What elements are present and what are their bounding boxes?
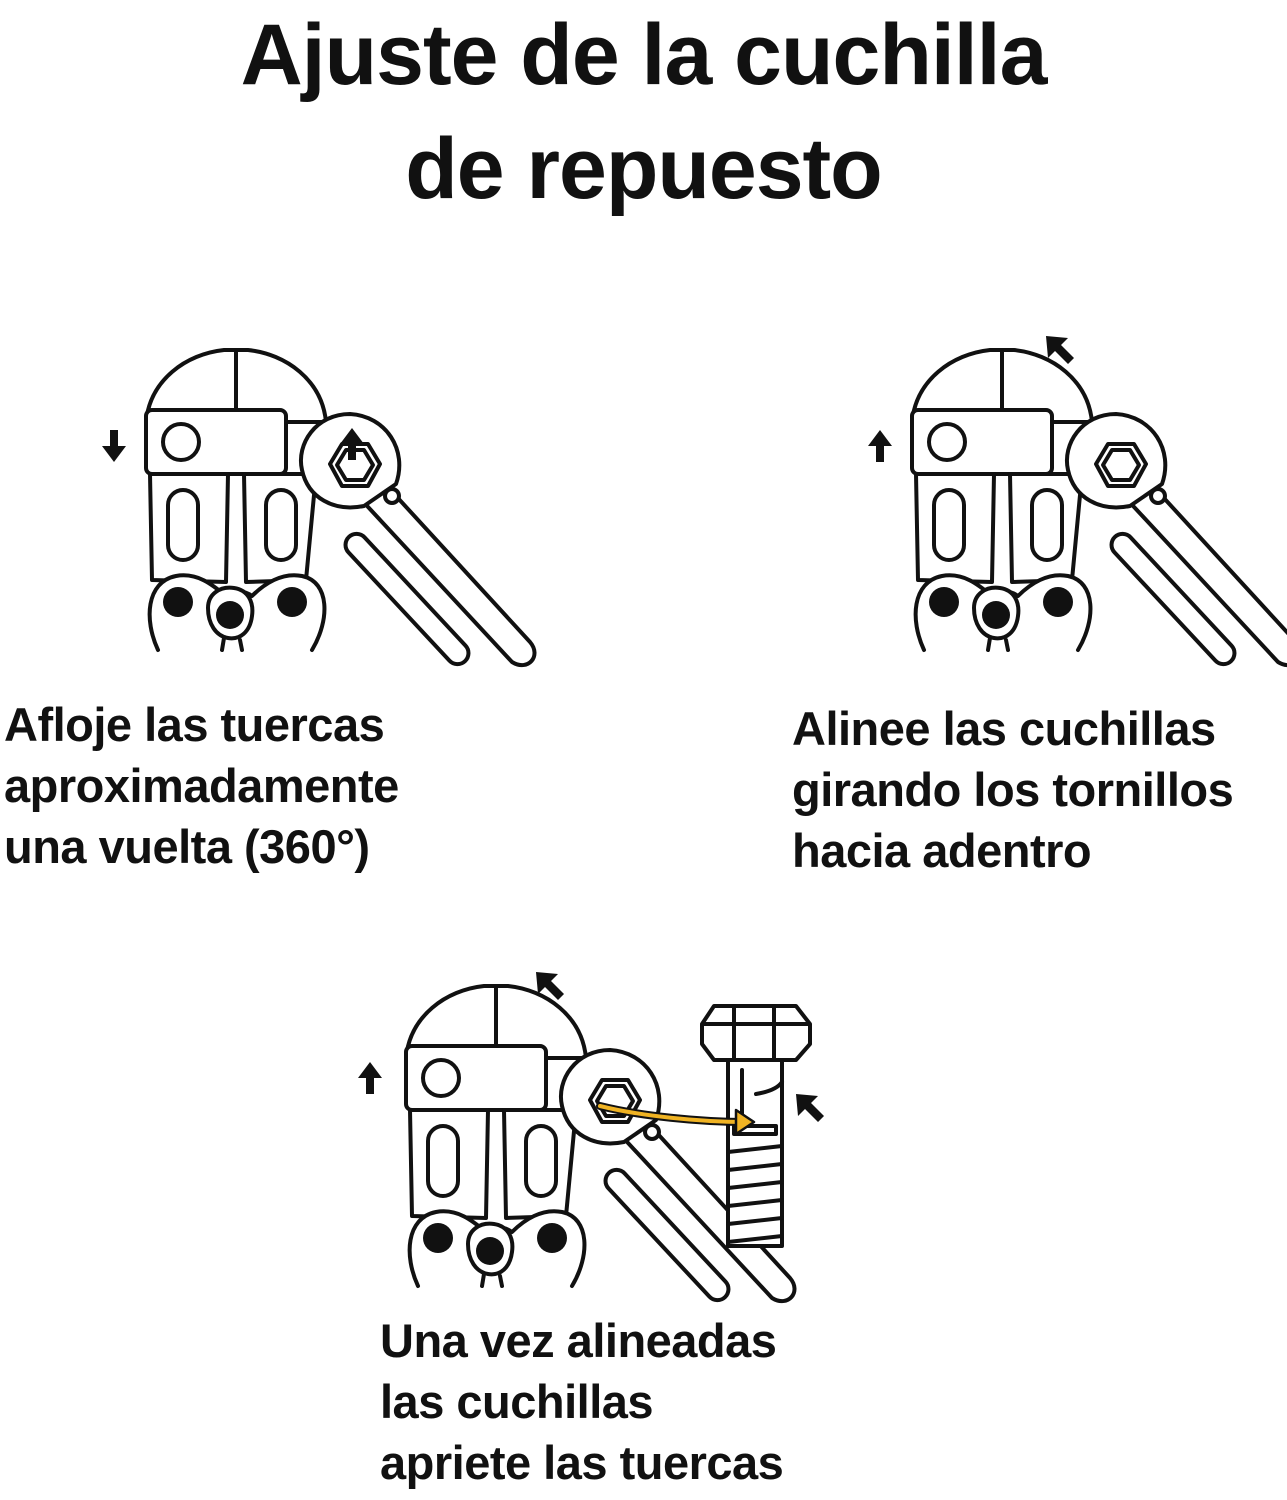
arrow-down-icon <box>102 430 126 462</box>
title-line-1: Ajuste de la cuchilla <box>240 7 1048 103</box>
bolt-cutter-head-icon <box>144 348 328 652</box>
step-3-line-3: apriete las tuercas <box>380 1436 784 1489</box>
step-1-text: Afloje las tuercas aproximadamente una v… <box>4 694 399 877</box>
step-2-line-1: Alinee las cuchillas <box>792 702 1216 755</box>
wrench-icon <box>1064 412 1287 671</box>
step-1-line-2: aproximadamente <box>4 759 399 812</box>
step-2-line-3: hacia adentro <box>792 824 1092 877</box>
step-2-text: Alinee las cuchillas girando los tornill… <box>792 698 1234 881</box>
step-1-illustration <box>102 348 537 671</box>
step-1-line-3: una vuelta (360°) <box>4 820 370 873</box>
step-3-line-1: Una vez alineadas <box>380 1314 777 1367</box>
arrow-up-icon <box>358 1062 382 1094</box>
step-3-line-2: las cuchillas <box>380 1375 654 1428</box>
arrow-diagonal-icon <box>796 1094 824 1122</box>
bolt-cutter-head-icon <box>404 984 588 1288</box>
step-1-line-1: Afloje las tuercas <box>4 698 385 751</box>
wrench-icon <box>298 412 537 671</box>
title-line-2: de repuesto <box>405 121 882 217</box>
arrow-up-icon <box>868 430 892 462</box>
arrow-pointer-icon <box>596 1102 756 1136</box>
step-3-text: Una vez alineadas las cuchillas apriete … <box>380 1310 784 1493</box>
bolt-cutter-head-icon <box>910 348 1094 652</box>
step-2-illustration <box>868 336 1287 671</box>
step-2-line-2: girando los tornillos <box>792 763 1234 816</box>
step-3-illustration <box>358 972 824 1307</box>
page-title: Ajuste de la cuchilla de repuesto <box>0 0 1287 226</box>
bolt-icon <box>700 1004 812 1248</box>
